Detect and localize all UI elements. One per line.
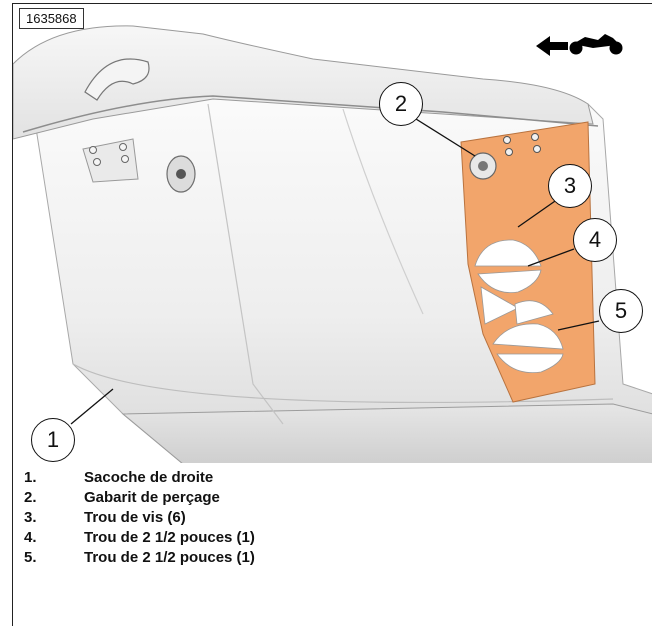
saddlebag-drawing: [13, 25, 652, 463]
callout-3: 3: [548, 164, 592, 208]
callout-1: 1: [31, 418, 75, 462]
legend-label: Trou de 2 1/2 pouces (1): [84, 549, 255, 566]
callout-4: 4: [573, 218, 617, 262]
callout-2: 2: [379, 82, 423, 126]
legend-list: 1. Sacoche de droite 2. Gabarit de perça…: [24, 468, 624, 568]
legend-label: Trou de vis (6): [84, 509, 186, 526]
motorcycle-forward-arrow-icon: [536, 34, 623, 56]
page-rule: [12, 463, 13, 626]
callout-5: 5: [599, 289, 643, 333]
legend-number: 5.: [24, 549, 37, 566]
legend-number: 3.: [24, 509, 37, 526]
legend-item: 1. Sacoche de droite: [24, 468, 624, 488]
lid-seam: [22, 95, 599, 133]
mount-bracket: [82, 138, 139, 183]
legend-item: 5. Trou de 2 1/2 pouces (1): [24, 548, 624, 568]
legend-number: 1.: [24, 469, 37, 486]
legend-item: 3. Trou de vis (6): [24, 508, 624, 528]
figure-id: 1635868: [19, 8, 84, 29]
latch-handle: [84, 58, 150, 101]
legend-label: Sacoche de droite: [84, 469, 214, 486]
legend-item: 2. Gabarit de perçage: [24, 488, 624, 508]
bag-lid: [13, 25, 594, 140]
bag-bottom: [121, 403, 652, 463]
legend-label: Gabarit de perçage: [84, 489, 220, 506]
legend-label: Trou de 2 1/2 pouces (1): [84, 529, 255, 546]
saddlebag-illustration: 1635868 2 3 4 5 1: [12, 3, 652, 463]
legend-number: 4.: [24, 529, 37, 546]
legend-number: 2.: [24, 489, 37, 506]
legend-item: 4. Trou de 2 1/2 pouces (1): [24, 528, 624, 548]
